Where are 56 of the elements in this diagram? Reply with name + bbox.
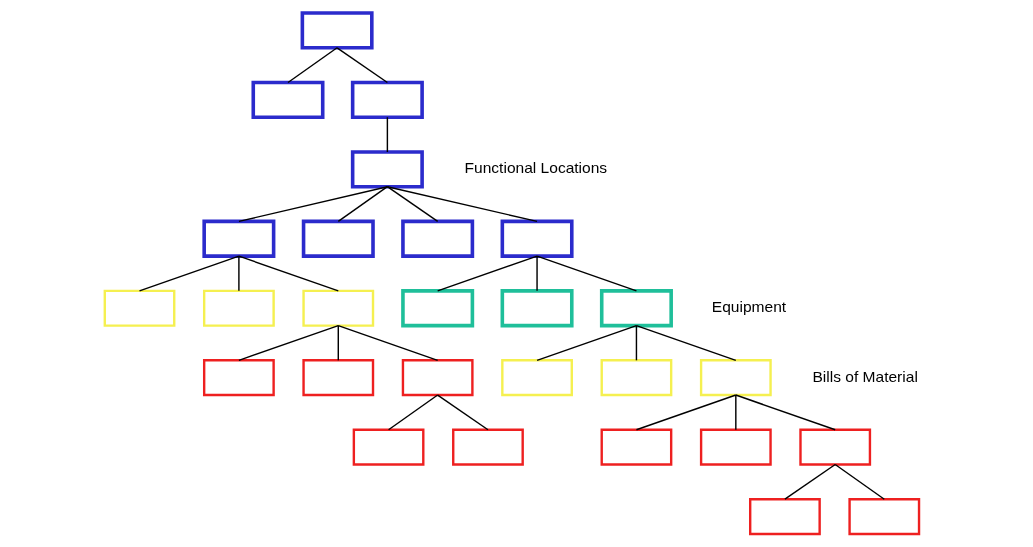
connector	[635, 324, 637, 362]
connector	[335, 47, 388, 84]
node-box	[798, 428, 871, 466]
node-box	[600, 359, 672, 397]
connector	[237, 185, 388, 223]
connector	[436, 255, 538, 292]
node-box	[600, 428, 672, 466]
connector	[237, 324, 339, 362]
connector	[337, 324, 339, 362]
connector	[386, 116, 388, 153]
node-box	[352, 428, 424, 466]
label: Functional Locations	[464, 159, 607, 177]
node-box	[201, 219, 275, 258]
node-box	[202, 289, 275, 327]
label: Bills of Material	[811, 367, 918, 385]
label: Equipment	[711, 298, 786, 316]
node-box	[400, 289, 474, 328]
node-box	[500, 289, 574, 328]
connector	[734, 394, 836, 431]
connector	[138, 255, 240, 292]
node-box	[699, 428, 772, 466]
connector	[436, 394, 489, 431]
node-box	[350, 150, 424, 189]
connector	[237, 255, 240, 292]
node-box	[301, 359, 374, 397]
connector	[535, 324, 637, 362]
connector	[635, 324, 737, 362]
connector	[387, 394, 438, 431]
node-box	[250, 80, 324, 120]
connector	[535, 255, 538, 292]
connector	[337, 185, 388, 223]
node-box	[202, 359, 275, 397]
connector	[237, 255, 339, 292]
node-box	[301, 219, 375, 258]
node-box	[301, 289, 374, 327]
connector	[337, 324, 438, 362]
node-box	[500, 219, 574, 258]
connector	[635, 394, 737, 431]
node-box	[103, 289, 175, 327]
connector	[734, 394, 737, 431]
node-box	[401, 359, 474, 397]
node-box	[599, 289, 673, 328]
connector	[783, 463, 836, 500]
node-box	[699, 359, 772, 397]
node-box	[500, 359, 573, 397]
node-box	[400, 219, 474, 258]
node-box	[847, 498, 920, 536]
node-box	[300, 11, 374, 50]
connector	[834, 463, 885, 500]
node-box	[350, 80, 424, 120]
connector	[286, 47, 338, 84]
node-box	[748, 498, 821, 536]
node-box	[451, 428, 524, 466]
connector	[386, 185, 438, 223]
connector	[535, 255, 637, 292]
connector	[386, 185, 538, 223]
